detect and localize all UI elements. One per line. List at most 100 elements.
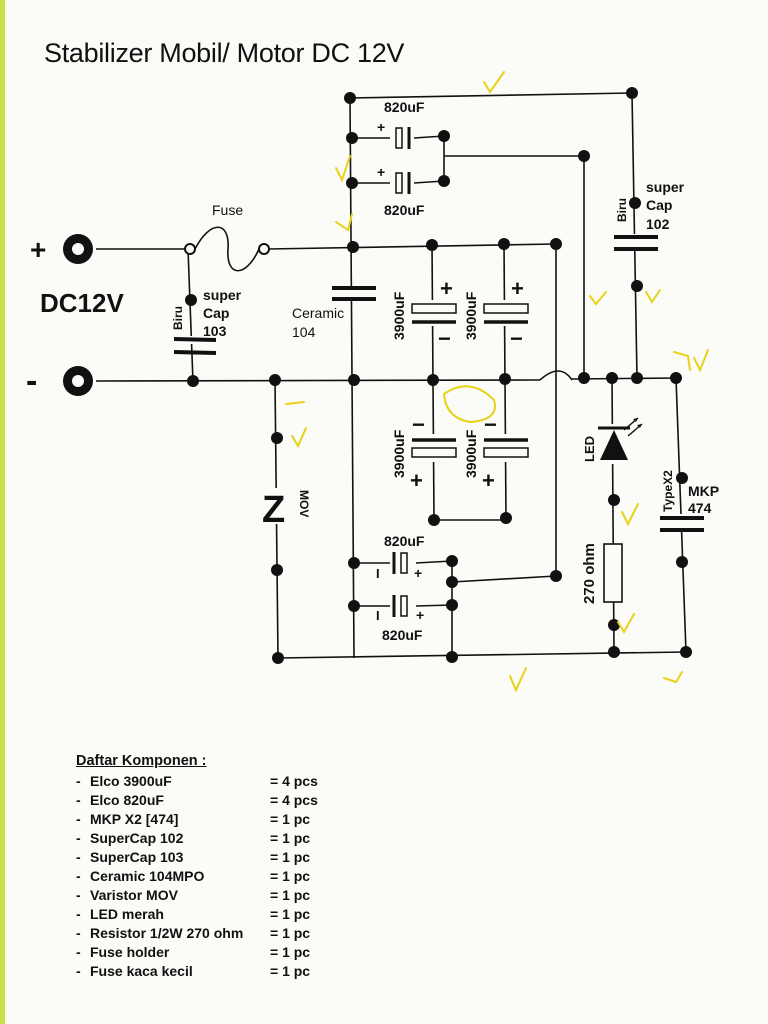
part-name: SuperCap 102 [90,830,184,846]
supercap-103-value: 103 [203,323,227,339]
check-marks [285,71,709,693]
bullet: - [76,792,81,808]
supercap-103-label1: super [203,287,242,303]
elco-3900-3-label: 3900uF [391,429,407,478]
bullet: - [76,963,81,979]
plus-sign: + [30,234,46,265]
mov-symbol: Z [262,489,285,531]
svg-text:+: + [482,468,495,493]
list-item: - Elco 820uF = 4 pcs [76,791,350,810]
list-item: - SuperCap 102 = 1 pc [76,829,350,848]
elco-820-top-1-label: 820uF [384,99,425,115]
bullet: - [76,849,81,865]
page-edge [0,0,5,1024]
supercap-102-value: 102 [646,216,670,232]
varistor-mov: Z MOV [262,488,311,531]
part-name: MKP X2 [474] [90,811,179,827]
terminal-minus: - [26,362,93,400]
elco-820-bottom-2-label: 820uF [382,627,423,643]
led-label: LED [582,436,597,462]
elco-3900-4-label: 3900uF [463,429,479,478]
part-qty: = 4 pcs [270,792,318,808]
part-qty: = 1 pc [270,963,311,979]
bullet: - [76,906,81,922]
svg-text:+: + [410,468,423,493]
elco-3900-lower-right: − + 3900uF [463,412,529,493]
part-name: Resistor 1/2W 270 ohm [90,925,244,941]
svg-text:−: − [438,326,451,351]
supercap-102: Biru super Cap 102 [614,179,685,251]
svg-text:+: + [440,276,453,301]
svg-text:−: − [510,326,523,351]
list-item: - SuperCap 103= 1 pc [76,848,350,867]
svg-text:+: + [416,607,424,623]
supercap-103-color: Biru [171,306,185,330]
part-name: Elco 820uF [90,792,164,808]
list-item: - Resistor 1/2W 270 ohm = 1 pc [76,924,350,943]
part-name: LED merah [90,906,164,922]
parts-list-heading: Daftar Komponen : [76,753,207,769]
bullet: - [76,811,81,827]
elco-3900-lower-left: − + 3900uF [391,412,457,493]
mkp-type: TypeX2 [661,470,675,512]
supercap-102-label2: Cap [646,197,672,213]
elco-3900-upper-right: + − 3900uF [463,276,529,351]
supercap-103-label2: Cap [203,305,229,321]
list-item: - Varistor MOV = 1 pc [76,886,350,905]
part-qty: = 4 pcs [270,773,318,789]
elco-3900-upper-left: + − 3900uF [391,276,457,351]
bullet: - [76,773,81,789]
terminal-plus: + [30,234,93,265]
led: LED [582,417,643,464]
diagram-title: Stabilizer Mobil/ Motor DC 12V [44,38,405,68]
bullet: - [76,830,81,846]
part-qty: = 1 pc [270,906,311,922]
bullet: - [76,887,81,903]
part-qty: = 1 pc [270,944,311,960]
list-item: - Elco 3900uF= 4 pcs [76,772,350,791]
mkp-label: MKP [688,483,719,499]
part-qty: = 1 pc [270,887,311,903]
bullet: - [76,925,81,941]
mkp-474: TypeX2 MKP 474 [660,470,719,532]
svg-text:+: + [377,119,385,135]
svg-text:I: I [376,608,380,623]
part-qty: = 1 pc [270,811,311,827]
list-item: - Ceramic 104MPO= 1 pc [76,867,350,886]
fuse: Fuse [184,202,270,272]
resistor-270: 270 ohm [581,543,623,604]
part-name: Fuse kaca kecil [90,963,193,979]
svg-text:−: − [412,412,425,437]
part-qty: = 1 pc [270,830,311,846]
minus-sign: - [26,362,37,400]
elco-820-top-2-label: 820uF [384,202,425,218]
part-name: SuperCap 103 [90,849,184,865]
part-name: Varistor MOV [90,887,178,903]
bullet: - [76,944,81,960]
list-item: - Fuse holder = 1 pc [76,943,350,962]
parts-list: Daftar Komponen : - Elco 3900uF= 4 pcs- … [76,752,350,981]
svg-text:I: I [376,566,380,581]
ceramic-label: Ceramic [292,305,344,321]
elco-3900-2-label: 3900uF [463,291,479,340]
list-item: - LED merah = 1 pc [76,905,350,924]
parts-list-items: - Elco 3900uF= 4 pcs- Elco 820uF= 4 pcs-… [76,772,350,981]
ceramic-value: 104 [292,324,316,340]
junction-dots [187,87,692,664]
list-item: - Fuse kaca kecil = 1 pc [76,962,350,981]
part-name: Fuse holder [90,944,170,960]
resistor-label: 270 ohm [581,543,598,604]
supercap-103: Biru super Cap 103 [171,287,242,355]
fuse-label: Fuse [212,202,243,218]
svg-text:+: + [377,164,385,180]
ceramic-104: Ceramic 104 [292,286,376,340]
part-qty: = 1 pc [270,868,311,884]
part-qty: = 1 pc [270,925,311,941]
supercap-102-label1: super [646,179,685,195]
elco-3900-1-label: 3900uF [391,291,407,340]
supply-label: DC12V [40,288,124,318]
elco-820-bottom-1-label: 820uF [384,533,425,549]
mov-label: MOV [297,490,311,517]
supercap-102-color: Biru [615,198,629,222]
